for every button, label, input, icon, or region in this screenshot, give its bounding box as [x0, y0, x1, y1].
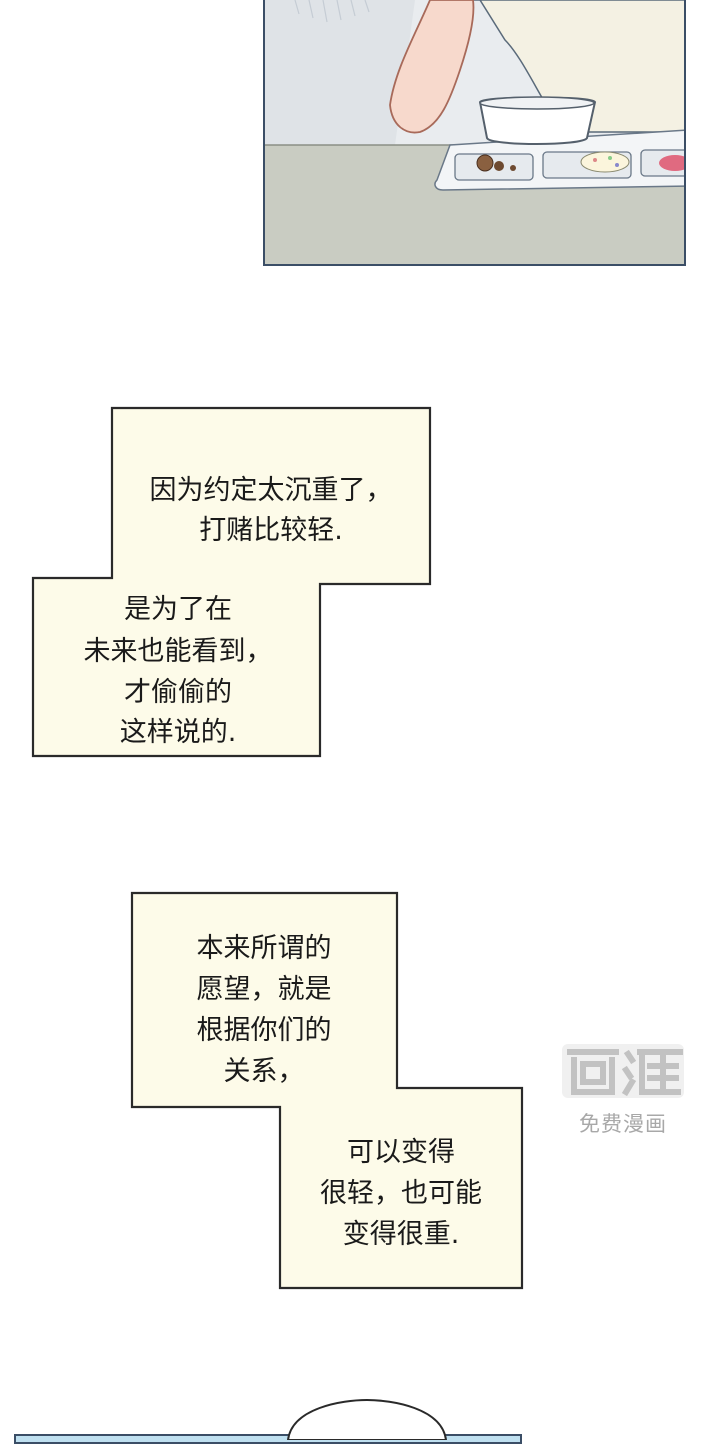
narration-line: 因为约定太沉重了，: [149, 475, 393, 506]
narration-line: 很轻，也可能: [320, 1178, 482, 1209]
narration-line: 变得很重.: [342, 1219, 460, 1250]
narration-line: 可以变得: [347, 1137, 455, 1168]
narration-line: 本来所谓的: [196, 933, 332, 964]
narration-line: 未来也能看到，: [83, 636, 273, 667]
narration-line: 根据你们的: [196, 1015, 332, 1046]
watermark-logo: [562, 1044, 684, 1098]
narration-box-1: [31, 406, 432, 758]
narration-line: 愿望，就是: [196, 974, 332, 1005]
narration-line: 才偷偷的: [124, 677, 232, 708]
comic-panel-cafeteria: [263, 0, 686, 266]
speech-bubble-top: [286, 1398, 448, 1440]
watermark: 免费漫画: [558, 1036, 688, 1146]
watermark-subtitle: 免费漫画: [579, 1112, 667, 1136]
narration-line: 打赌比较轻.: [199, 515, 343, 546]
cafeteria-illustration: [265, 0, 684, 264]
narration-line: 关系，: [223, 1056, 305, 1087]
narration-box-2: [130, 891, 524, 1290]
narration-line: 是为了在: [124, 594, 232, 625]
narration-line: 这样说的.: [119, 717, 237, 748]
